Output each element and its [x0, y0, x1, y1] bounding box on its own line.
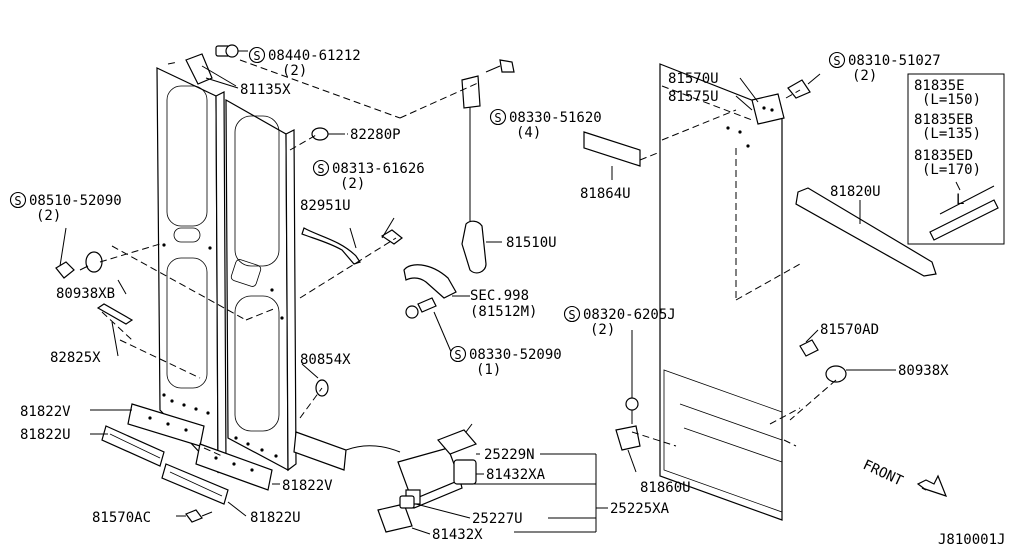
callout-qty: (4)	[516, 125, 541, 141]
part-label: 80938X	[898, 363, 949, 379]
handle-sec998	[403, 264, 457, 299]
part-label: 81822U	[20, 427, 71, 443]
callout-qty: (2)	[36, 208, 61, 224]
front-label: FRONT	[860, 457, 905, 490]
bolt-25227u	[399, 495, 415, 509]
callout-qty: (1)	[476, 362, 501, 378]
part-label: 25229N	[484, 447, 535, 463]
molding-81822v-right	[195, 443, 273, 491]
outside-handle-81510u	[461, 220, 502, 274]
part-label: 81822V	[282, 478, 333, 494]
s-symbol-icon	[449, 345, 467, 363]
s-symbol-icon	[828, 51, 846, 69]
part-label: 81510U	[506, 235, 557, 251]
s-symbol-icon	[489, 108, 507, 126]
inset-length: (L=170)	[922, 162, 981, 178]
part-label: 81432X	[432, 527, 483, 543]
dashed-leaders	[99, 59, 837, 457]
part-label: 81570AD	[820, 322, 879, 338]
bolt-08440	[215, 44, 248, 58]
part-label: (81512M)	[470, 304, 537, 320]
bolt-08320	[625, 397, 639, 424]
callout-qty: (2)	[282, 63, 307, 79]
inset-length: (L=150)	[922, 92, 981, 108]
part-label: 81860U	[640, 480, 691, 496]
switch-25229n	[436, 423, 478, 455]
callout-qty: (2)	[590, 322, 615, 338]
door-panel-left	[156, 67, 227, 474]
lock-rod	[461, 59, 515, 232]
hinge-bracket	[185, 53, 237, 87]
bracket-81432xa	[453, 459, 477, 485]
lock-body-25225xa	[397, 447, 463, 509]
callout-qty: (2)	[852, 68, 877, 84]
part-label: SEC.998	[470, 288, 529, 304]
pad-81864u	[583, 131, 641, 167]
bumper-80938xb	[79, 251, 103, 273]
callout-code: 08313-61626	[332, 161, 425, 177]
part-label: 81432XA	[486, 467, 546, 483]
part-label: 81820U	[830, 184, 881, 200]
callout-qty: (2)	[340, 176, 365, 192]
front-arrow-icon	[916, 474, 948, 497]
inset-part: 81835E	[914, 78, 965, 94]
rail-81820u	[795, 187, 937, 277]
part-label: 81864U	[580, 186, 631, 202]
screw-81570ad	[799, 339, 819, 357]
solid-leaders	[90, 77, 896, 535]
part-label: 82825X	[50, 350, 101, 366]
inset-length: (L=135)	[922, 126, 981, 142]
part-label: 81575U	[668, 89, 719, 105]
s-symbol-icon	[248, 46, 266, 64]
door-panel-right	[225, 98, 297, 472]
part-label: 81570U	[668, 71, 719, 87]
part-label: 81822V	[20, 404, 71, 420]
bumper-80938x	[825, 365, 847, 383]
side-panel	[659, 63, 783, 521]
callout-code: 08320-6205J	[583, 307, 676, 323]
bolt-08310	[787, 73, 821, 99]
part-label: 81570AC	[92, 510, 151, 526]
rod-82951u	[301, 217, 403, 265]
s-symbol-icon	[312, 159, 330, 177]
part-label: 82951U	[300, 198, 351, 214]
s-symbol-icon	[9, 191, 27, 209]
inset-part: 81835ED	[914, 148, 973, 164]
part-label: 82280P	[350, 127, 401, 143]
callout-code: 08330-51620	[509, 110, 602, 126]
inset-box	[907, 73, 1005, 245]
screw-81570ac	[185, 509, 213, 523]
diagram-id: J810001J	[938, 532, 1005, 548]
callout-code: 08440-61212	[268, 48, 361, 64]
clip-82280p	[311, 127, 345, 141]
bracket-81432x	[377, 503, 413, 533]
part-label: 80854X	[300, 352, 351, 368]
s-symbol-icon	[563, 305, 581, 323]
bracket-81575u	[751, 93, 785, 125]
callout-code: 08330-52090	[469, 347, 562, 363]
inset-dimension: L	[956, 192, 964, 208]
callout-code: 08310-51027	[848, 53, 941, 69]
part-label: 81822U	[250, 510, 301, 526]
bolt-08330-52090	[405, 297, 437, 319]
callout-code: 08510-52090	[29, 193, 122, 209]
bolt-08510	[55, 227, 75, 279]
molding-81822u-right	[161, 463, 229, 505]
part-label: 25227U	[472, 511, 523, 527]
part-label: 81135X	[240, 82, 291, 98]
molding-81822u-left	[101, 425, 165, 467]
lock-cable	[293, 431, 401, 471]
strip-82825x	[96, 303, 134, 325]
part-label: 25225XA	[610, 501, 670, 517]
part-label: 80938XB	[56, 286, 115, 302]
inset-part: 81835EB	[914, 112, 973, 128]
bracket-81860u	[615, 425, 641, 451]
